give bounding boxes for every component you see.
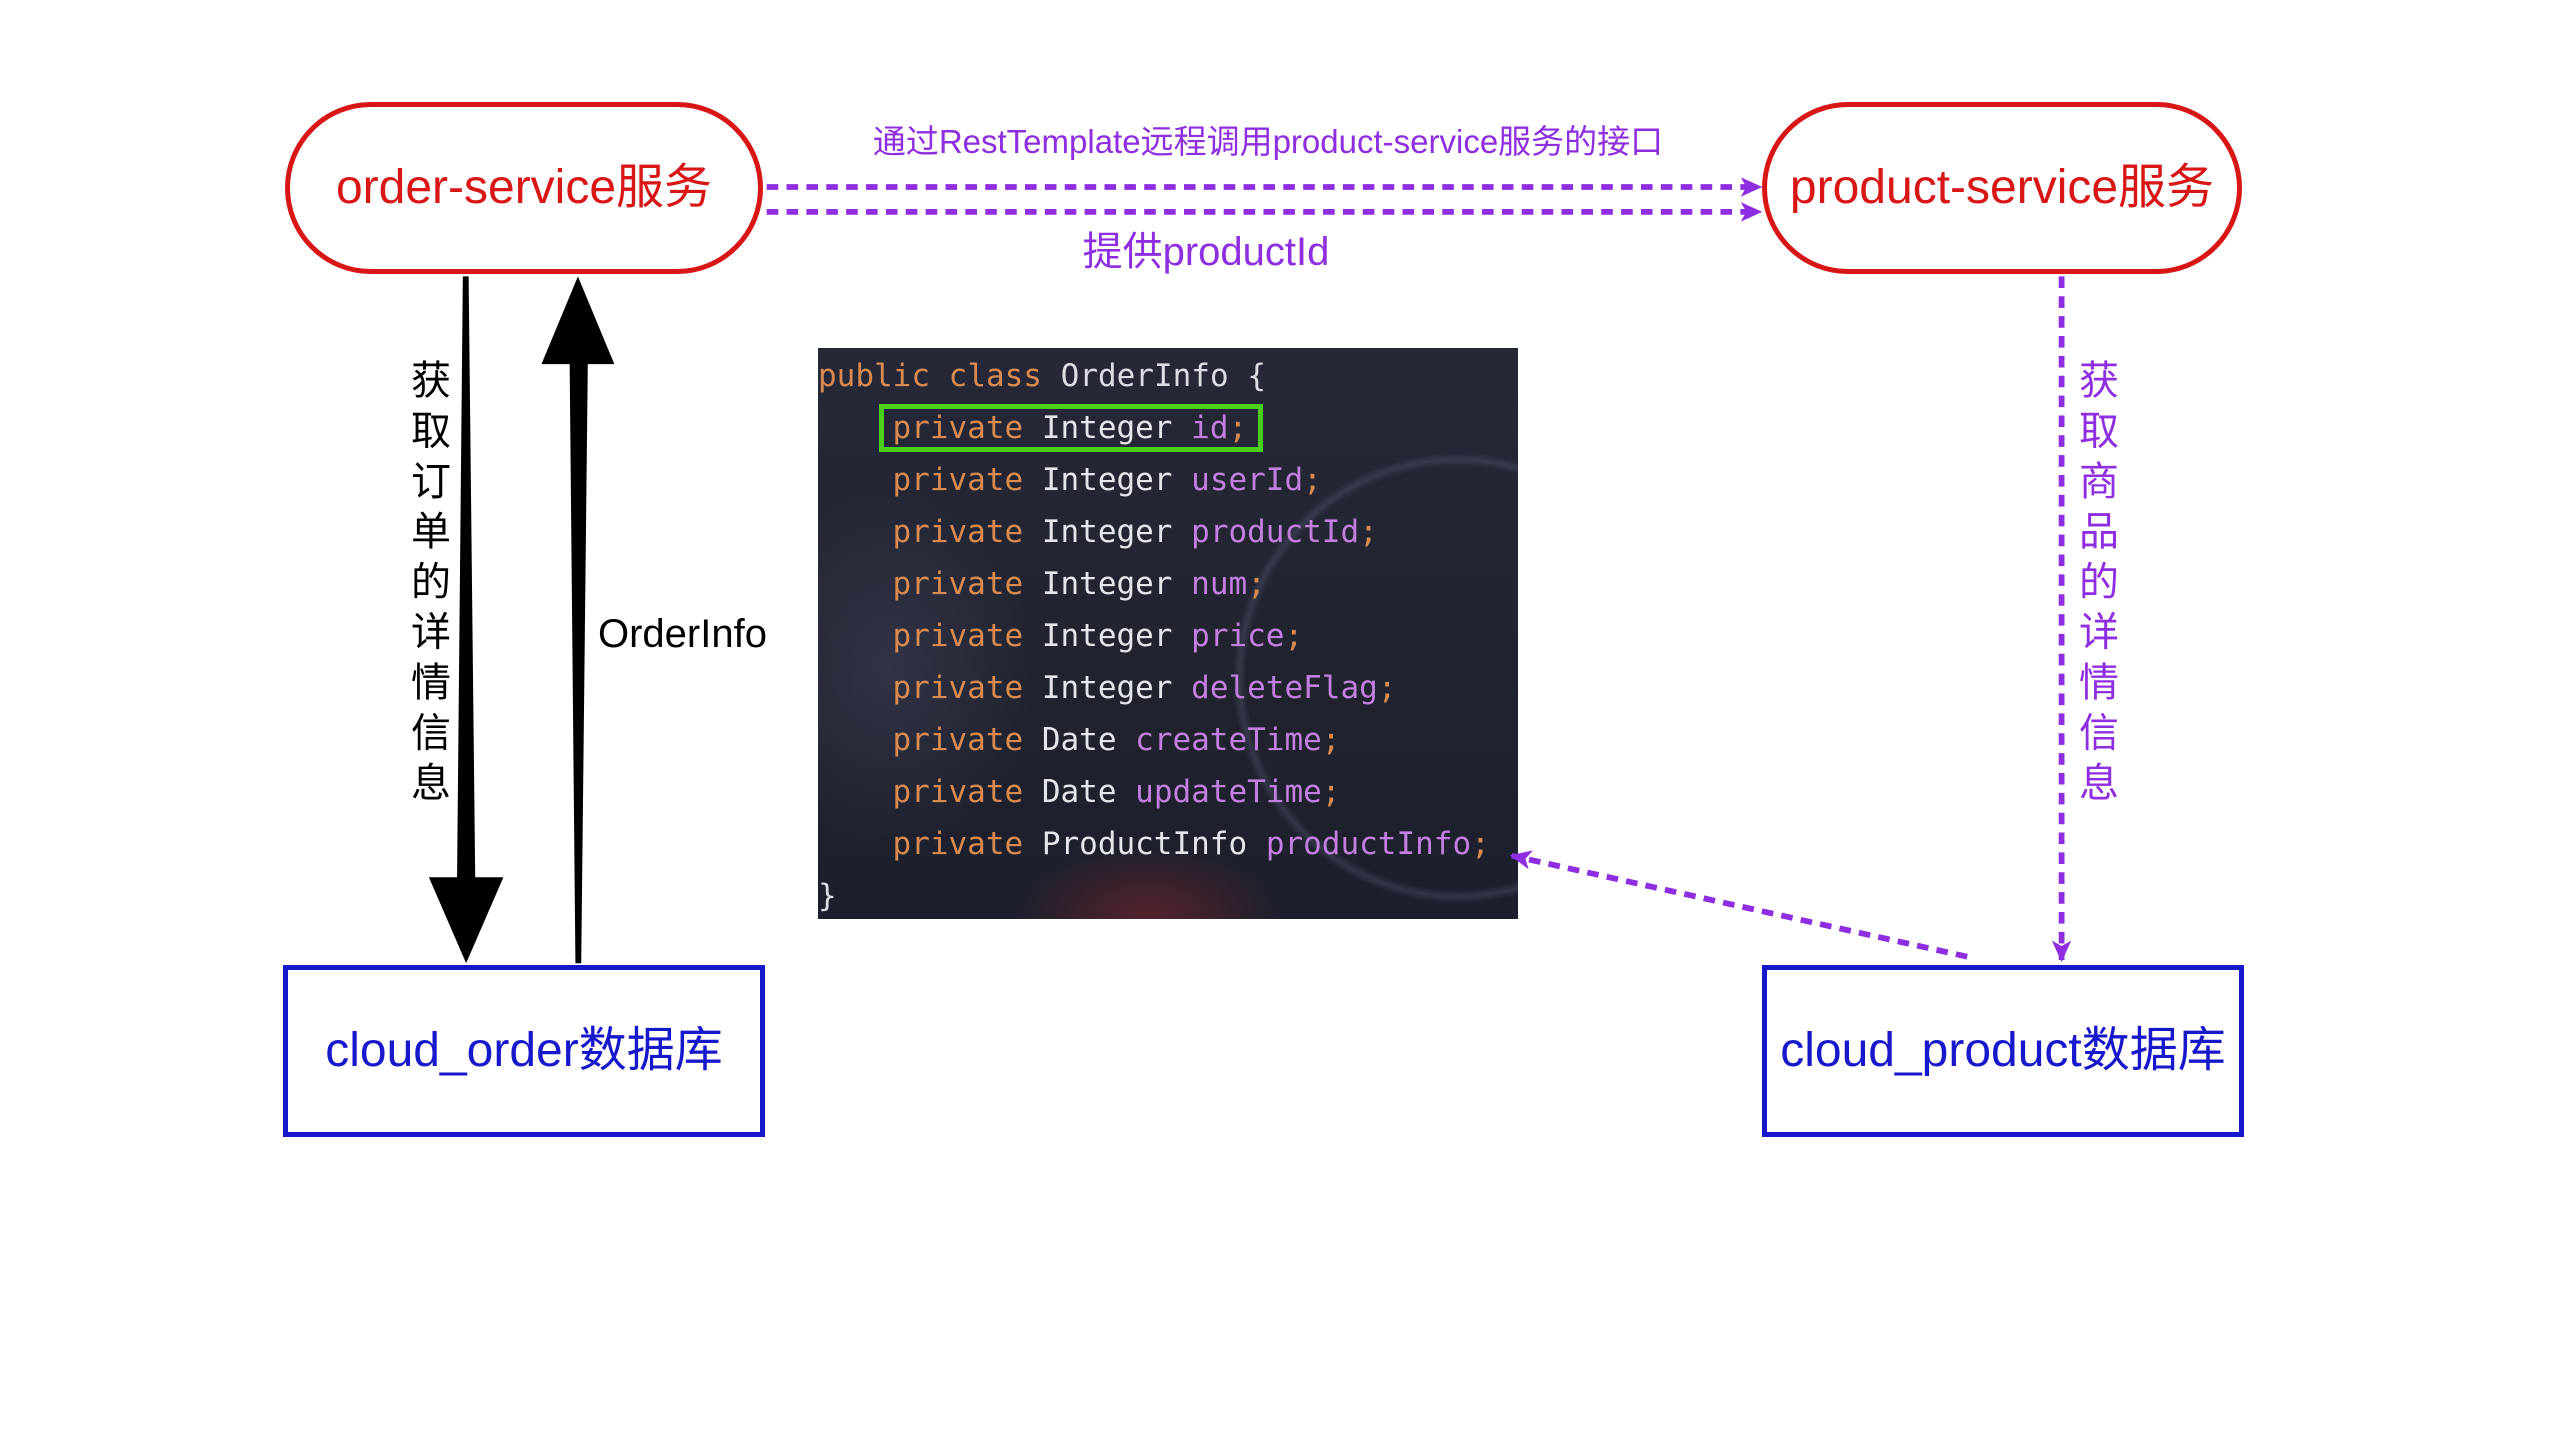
cloud-product-database-node: cloud_product数据库 (1762, 965, 2244, 1137)
cloud-order-database-label: cloud_order数据库 (325, 1024, 723, 1077)
code-field-name: productId (1191, 514, 1360, 550)
code-type: Integer (1041, 410, 1173, 446)
code-field-name: num (1191, 566, 1248, 602)
product-service-label: product-service服务 (1789, 161, 2215, 214)
code-field-name: productInfo (1265, 826, 1472, 862)
code-semicolon: ; (1284, 618, 1304, 654)
code-modifier: private (892, 566, 1024, 602)
id-field-highlight-box (879, 404, 1263, 452)
code-semicolon: ; (1228, 410, 1248, 446)
orderinfo-arrow-shaft (569, 360, 588, 964)
cloud-order-database-node: cloud_order数据库 (283, 965, 765, 1137)
code-line-field: private Integer deleteFlag; (818, 662, 1518, 714)
get-order-arrow-head (428, 877, 504, 964)
orderinfo-label: OrderInfo (598, 612, 767, 656)
provide-productid-label: 提供productId (1082, 230, 1330, 274)
code-modifier: private (892, 826, 1024, 862)
code-type: Integer (1041, 618, 1173, 654)
orderinfo-code-screenshot: public class OrderInfo { private Integer… (818, 348, 1518, 919)
product-info-to-code-arrow (1509, 850, 1968, 960)
code-type: ProductInfo (1041, 826, 1248, 862)
code-semicolon: ; (1321, 774, 1341, 810)
remote-call-label: 通过RestTemplate远程调用product-service服务的接口 (872, 123, 1664, 160)
code-close-brace: } (818, 878, 837, 914)
code-line-field: private Date createTime; (818, 714, 1518, 766)
code-line-field: private Integer num; (818, 558, 1518, 610)
code-modifier: private (892, 410, 1024, 446)
code-field-name: deleteFlag (1191, 670, 1378, 706)
code-type: Integer (1041, 670, 1173, 706)
get-order-arrow-shaft (457, 276, 476, 881)
code-line-close-brace: } (818, 870, 1518, 919)
code-type: Date (1041, 722, 1117, 758)
code-field-name: id (1191, 410, 1229, 446)
orderinfo-arrow-head (541, 276, 615, 365)
code-modifier: private (892, 722, 1024, 758)
code-line-field: private Integer price; (818, 610, 1518, 662)
code-line-field: private Date updateTime; (818, 766, 1518, 818)
code-semicolon: ; (1359, 514, 1378, 550)
code-semicolon: ; (1247, 566, 1266, 602)
code-class-name: OrderInfo (1060, 358, 1229, 394)
code-modifier: private (892, 670, 1024, 706)
code-line-field: private Integer productId; (818, 506, 1518, 558)
code-line-field: private Integer id; (818, 402, 1518, 454)
code-modifier: private (892, 618, 1024, 654)
code-field-name: updateTime (1135, 774, 1322, 810)
code-semicolon: ; (1377, 670, 1397, 706)
order-service-label: order-service服务 (335, 161, 713, 214)
code-modifier: private (892, 462, 1024, 498)
code-keyword-class: class (948, 358, 1042, 394)
code-field-name: price (1191, 618, 1285, 654)
code-modifier: private (892, 774, 1024, 810)
code-line-class-header: public class OrderInfo { (818, 350, 1518, 402)
code-type: Date (1041, 774, 1117, 810)
code-field-name: createTime (1135, 722, 1322, 758)
code-line-field: private ProductInfo productInfo; (818, 818, 1518, 870)
code-type: Integer (1041, 514, 1173, 550)
code-semicolon: ; (1471, 826, 1490, 862)
code-open-brace: { (1247, 358, 1266, 394)
code-type: Integer (1041, 566, 1173, 602)
cloud-product-database-label: cloud_product数据库 (1780, 1024, 2226, 1077)
order-service-node: order-service服务 (285, 102, 763, 274)
get-product-details-label: 获取商品的详情信息 (2073, 359, 2117, 812)
code-semicolon: ; (1303, 462, 1322, 498)
code-line-field: private Integer userId; (818, 454, 1518, 506)
get-order-details-label: 获取订单的详情信息 (405, 359, 449, 812)
code-type: Integer (1041, 462, 1173, 498)
code-semicolon: ; (1321, 722, 1341, 758)
code-field-name: userId (1191, 462, 1304, 498)
product-service-node: product-service服务 (1762, 102, 2242, 274)
code-body: public class OrderInfo { private Integer… (818, 348, 1518, 919)
code-modifier: private (892, 514, 1024, 550)
code-keyword-public: public (818, 358, 930, 394)
